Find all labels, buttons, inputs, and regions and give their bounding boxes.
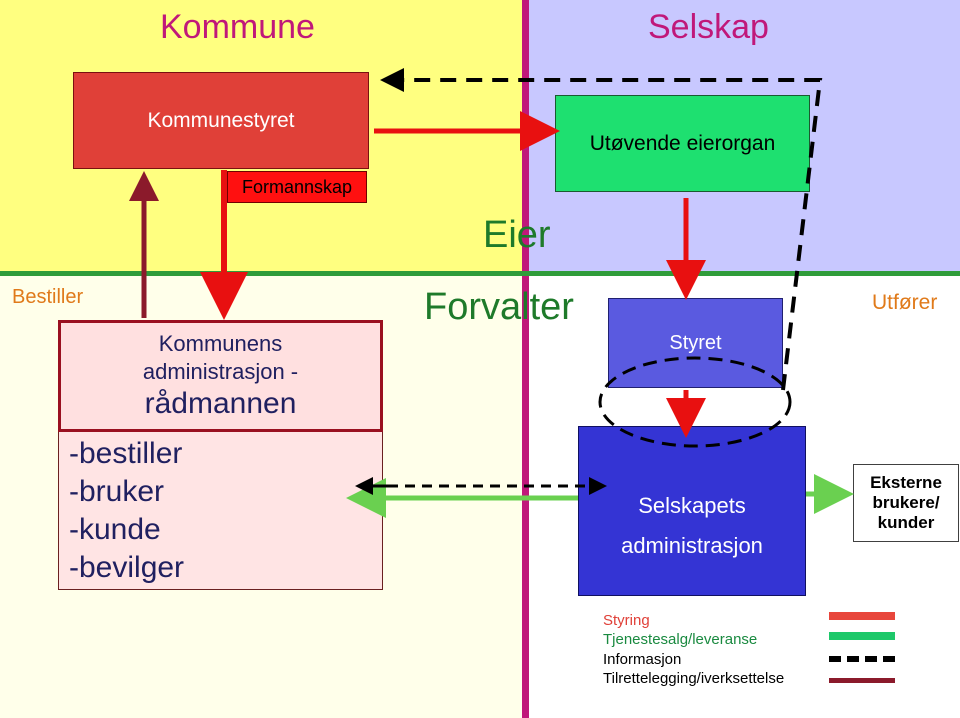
bestiller-label: Bestiller <box>12 286 84 308</box>
legend-swatch-tjenestesalg <box>829 632 895 640</box>
legend-swatch-styring <box>829 612 895 620</box>
roles-list: -bestiller -bruker -kunde -bevilger <box>69 435 184 587</box>
selskap-title: Selskap <box>648 8 769 46</box>
eierorgan-box: Utøvende eierorgan <box>555 95 810 192</box>
kommune-admin-box: Kommunens administrasjon - rådmannen -be… <box>58 320 383 590</box>
informasjon-feedback-line <box>380 68 823 391</box>
vertical-divider <box>522 0 529 718</box>
kommune-admin-line1: Kommunens <box>158 331 283 356</box>
styret-label: Styret <box>669 331 722 354</box>
legend-label-tjenestesalg: Tjenestesalg/leveranse <box>603 631 758 648</box>
selskap-admin-box: Selskapets administrasjon <box>578 426 806 596</box>
role-item: -bruker <box>69 475 165 508</box>
kommune-admin-header: Kommunens administrasjon - rådmannen <box>58 320 383 432</box>
role-item: -bevilger <box>69 551 185 584</box>
horizontal-divider <box>0 271 960 276</box>
eksterne-box: Eksterne brukere/ kunder <box>853 464 959 542</box>
formannskap-label: Formannskap <box>241 176 353 197</box>
legend-label-tilrettelegging: Tilrettelegging/iverksettelse <box>603 670 785 687</box>
kommunestyret-label: Kommunestyret <box>147 108 295 132</box>
role-item: -bestiller <box>69 437 183 470</box>
selskap-admin-line2: administrasjon <box>621 533 763 558</box>
role-item: -kunde <box>69 513 161 546</box>
eksterne-line2: brukere/ <box>872 493 940 512</box>
formannskap-box: Formannskap <box>227 171 367 203</box>
styret-ellipse <box>598 356 792 448</box>
kommune-title: Kommune <box>160 8 315 46</box>
legend-label-informasjon: Informasjon <box>603 651 682 668</box>
legend-label-styring: Styring <box>603 612 650 629</box>
kommune-admin-line3: rådmannen <box>144 387 297 420</box>
eier-label: Eier <box>483 214 551 256</box>
kommunestyret-box: Kommunestyret <box>73 72 369 169</box>
legend: Styring Tjenestesalg/leveranse Informasj… <box>603 612 943 712</box>
legend-swatch-informasjon <box>829 656 895 662</box>
eierorgan-label: Utøvende eierorgan <box>589 131 776 155</box>
legend-swatch-tilrettelegging <box>829 678 895 683</box>
styret-box: Styret <box>608 298 783 388</box>
selskap-admin-line1: Selskapets <box>638 493 746 518</box>
eksterne-line1: Eksterne <box>870 473 942 492</box>
eksterne-line3: kunder <box>877 513 935 532</box>
forvalter-label: Forvalter <box>424 286 574 328</box>
kommune-admin-line2: administrasjon - <box>142 359 299 384</box>
utforer-label: Utfører <box>872 291 938 314</box>
